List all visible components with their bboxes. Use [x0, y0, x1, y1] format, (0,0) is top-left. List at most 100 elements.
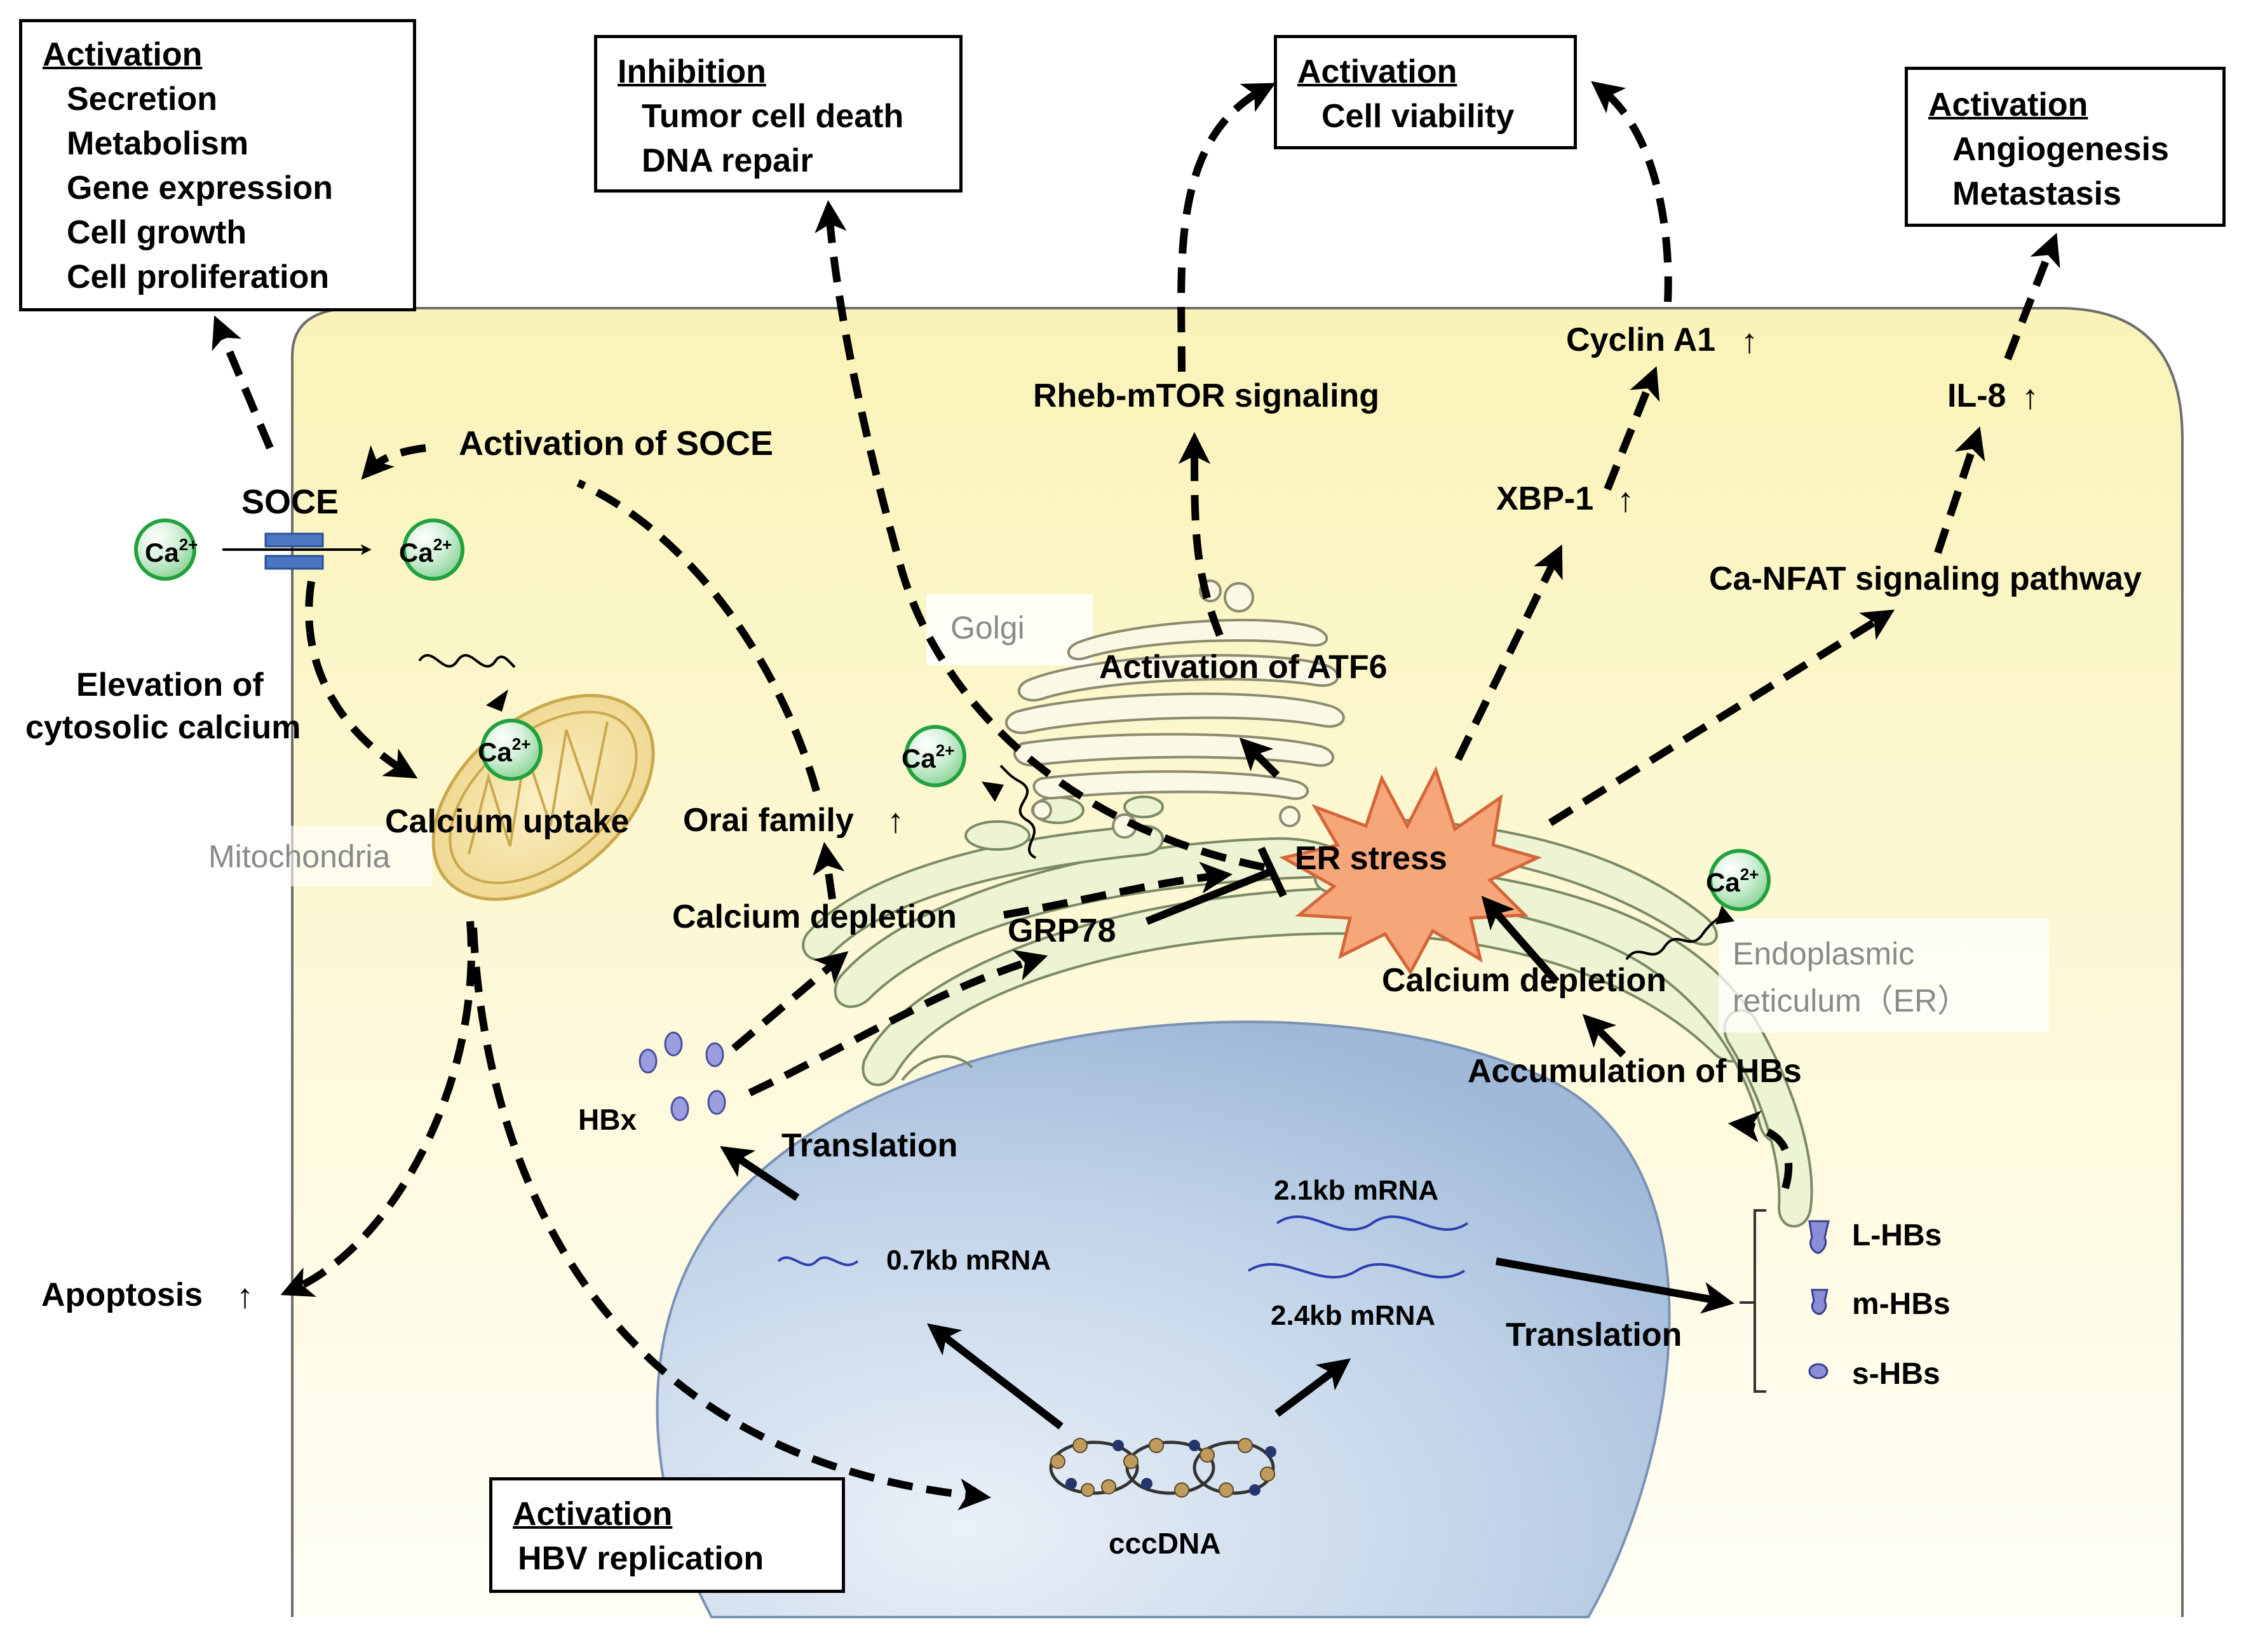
- box-item: Gene expression: [67, 170, 334, 207]
- ca-ion-er-right: Ca2+: [1706, 851, 1769, 909]
- xbp1-up-arrow: ↑: [1617, 481, 1634, 519]
- arrow-translation-to-hbx: [720, 1146, 800, 1201]
- accumulation-label: Accumulation of HBs: [1468, 1053, 1802, 1090]
- soce-label: SOCE: [241, 483, 339, 521]
- activation-soce-label: Activation of SOCE: [459, 424, 773, 463]
- secretion-activation-box: Activation Secretion Metabolism Gene exp…: [19, 19, 416, 311]
- mrna-21-label: 2.1kb mRNA: [1274, 1175, 1438, 1206]
- xbp1-label: XBP-1: [1496, 480, 1593, 517]
- translation-left-label: Translation: [781, 1127, 957, 1164]
- ion-release-squiggles: [418, 654, 1723, 961]
- solid-arrows: [222, 544, 1734, 1430]
- ca-nfat-label: Ca-NFAT signaling pathway: [1709, 560, 2142, 597]
- mrna-strands: [777, 1215, 1469, 1279]
- arrow-er-stress-to-inhibition: [814, 200, 1266, 871]
- box-item: Tumor cell death: [642, 98, 904, 135]
- arrow-calcium-depletion-to-orai: [813, 842, 845, 900]
- arrow-mrna-to-hbs: [1495, 1257, 1734, 1314]
- svg-text:Ca2+: Ca2+: [1706, 865, 1759, 897]
- dashed-arrows: [212, 81, 2060, 1510]
- mitochondria-label: Mitochondria: [208, 839, 390, 874]
- hbx-label: HBx: [578, 1103, 637, 1136]
- inhibition-box: Inhibition Tumor cell death DNA repair: [594, 35, 963, 193]
- ca-ion-cytosol: Ca2+: [399, 520, 463, 579]
- er-label-1: Endoplasmic: [1733, 936, 1914, 972]
- arrow-orai-to-activation-soce: [576, 479, 820, 792]
- ca-ion-outside: Ca2+: [136, 520, 198, 579]
- l-hbs-label: L-HBs: [1852, 1219, 1942, 1252]
- squiggle-arrowhead: [486, 689, 508, 712]
- grp78-label: GRP78: [1008, 912, 1116, 949]
- arrow-canfat-to-il8: [1934, 426, 1985, 554]
- squiggle-arrowhead: [1715, 905, 1734, 924]
- box-item: Metastasis: [1952, 175, 2121, 212]
- arrow-activation-soce-to-soce: [361, 444, 426, 480]
- rheb-label: Rheb-mTOR signaling: [1033, 377, 1379, 414]
- apoptosis-label: Apoptosis: [41, 1276, 203, 1313]
- arrow-xbp1-to-cyclin: [1604, 366, 1660, 491]
- hbs-bracket: [1740, 1209, 1766, 1393]
- arrow-er-stress-to-atf6: [1239, 737, 1280, 778]
- arrow-soce-to-activation: [212, 315, 274, 450]
- arrow-hbx-to-grp78: [748, 949, 1048, 1097]
- arrow-cyclin-to-viability: [1591, 81, 1672, 302]
- cell-viability-box: Activation Cell viability: [1274, 35, 1577, 149]
- cyclin-up-arrow: ↑: [1741, 322, 1758, 360]
- labels: SOCE Activation of SOCE Elevation of cyt…: [25, 322, 2142, 1560]
- calcium-depletion-left-label: Calcium depletion: [672, 898, 957, 935]
- box-item: DNA repair: [642, 142, 813, 179]
- er-label-bg: [1719, 918, 2049, 1032]
- arrow-rheb-to-viability: [1177, 83, 1276, 372]
- box-item: Metabolism: [67, 125, 249, 162]
- mitochondria-label-bg: [203, 826, 432, 886]
- soce-channel: [264, 532, 324, 570]
- ca-ion-er-left: Ca2+: [902, 727, 964, 785]
- arrow-accumulation-to-calcium-depletion: [1582, 1013, 1626, 1058]
- calcium-depletion-right-label: Calcium depletion: [1382, 962, 1666, 999]
- arrow-hbx-to-calcium-depletion: [731, 951, 849, 1052]
- cccdna: [1049, 1438, 1276, 1498]
- hbx-particles: [639, 1031, 726, 1121]
- box-item: Cell viability: [1321, 98, 1515, 135]
- elevation-label-1: Elevation of: [76, 667, 264, 703]
- er-stress-label: ER stress: [1295, 840, 1447, 877]
- il8-label: IL-8: [1947, 377, 2006, 414]
- box-item: HBV replication: [518, 1540, 764, 1577]
- svg-text:Ca2+: Ca2+: [478, 735, 531, 767]
- box-heading: Activation: [43, 36, 203, 73]
- arrow-mito-to-cccdna: [470, 927, 992, 1510]
- svg-text:Ca2+: Ca2+: [902, 741, 954, 773]
- er-stress-star: [1279, 766, 1543, 975]
- golgi-apparatus: [926, 579, 1345, 839]
- arrow-hbs-to-accumulation: [1727, 1110, 1793, 1189]
- golgi-label: Golgi: [950, 610, 1025, 646]
- translation-right-label: Translation: [1506, 1317, 1682, 1353]
- box-item: Cell proliferation: [67, 259, 330, 295]
- il8-up-arrow: ↑: [2022, 378, 2039, 416]
- grp78-to-er-stress-inhibit: [1145, 868, 1273, 925]
- mrna-24-label: 2.4kb mRNA: [1271, 1300, 1435, 1331]
- activation-atf6-label: Activation of ATF6: [1099, 649, 1388, 686]
- angiogenesis-box: Activation Angiogenesis Metastasis: [1905, 67, 2226, 227]
- arrow-calcium-depletion-to-er-stress-right: [1481, 895, 1560, 984]
- calcium-uptake-label: Calcium uptake: [385, 803, 629, 840]
- orai-label: Orai family: [683, 802, 854, 839]
- arrow-cccdna-to-2kbmrna: [1274, 1358, 1351, 1417]
- nucleus: [656, 1020, 1671, 1618]
- box-item: Cell growth: [67, 214, 247, 251]
- box-heading: Activation: [1297, 53, 1457, 90]
- elevation-label-2: cytosolic calcium: [25, 709, 301, 746]
- squiggle-arrowhead: [982, 782, 1004, 802]
- cccdna-label: cccDNA: [1109, 1527, 1220, 1560]
- svg-text:Ca2+: Ca2+: [145, 535, 198, 567]
- arrow-cccdna-to-07mrna: [927, 1323, 1064, 1430]
- hbv-replication-box: Activation HBV replication: [489, 1477, 845, 1593]
- grp78-inhibit-bar: [1257, 846, 1287, 898]
- apoptosis-up-arrow: ↑: [236, 1277, 253, 1315]
- m-hbs-icon: [1811, 1289, 1828, 1315]
- mrna-07-label: 0.7kb mRNA: [886, 1245, 1051, 1276]
- s-hbs-icon: [1808, 1363, 1828, 1379]
- s-hbs-label: s-HBs: [1852, 1357, 1940, 1391]
- orai-up-arrow: ↑: [887, 802, 904, 840]
